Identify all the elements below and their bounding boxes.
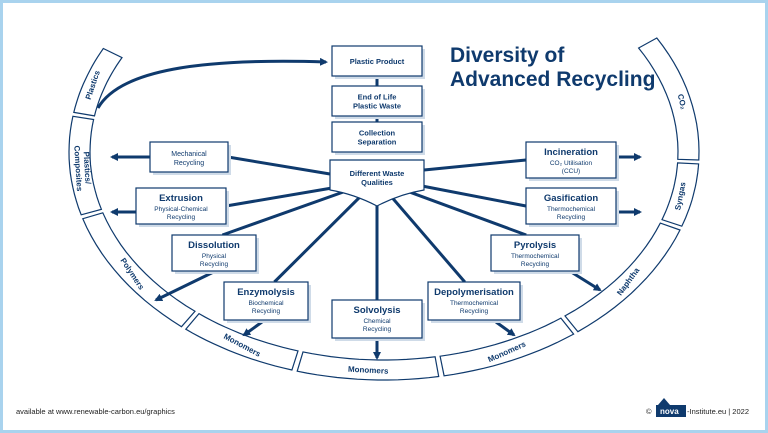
center-box-label: Separation (358, 138, 397, 147)
footer-source: available at www.renewable-carbon.eu/gra… (16, 407, 175, 416)
footer-copyright: © (646, 407, 652, 416)
box-frame (171, 234, 257, 272)
box-frame (331, 121, 423, 153)
footer-site: -Institute.eu | 2022 (687, 407, 749, 416)
process-subtitle: Recycling (167, 214, 196, 221)
hub-shape (329, 159, 425, 207)
hub-label: Different Waste (350, 169, 405, 178)
output-arrow (242, 320, 263, 337)
output-segment-shape (73, 47, 123, 117)
output-segment-shape (184, 312, 299, 371)
footer-brand: nova (660, 407, 679, 416)
process-subtitle: CO₂ Utilisation (550, 160, 593, 167)
box-frame (331, 85, 423, 117)
box-frame (525, 187, 617, 225)
nova-logo-icon (656, 405, 686, 417)
process-subtitle: Recycling (363, 326, 392, 333)
box-frame (135, 187, 227, 225)
box-frame (525, 141, 617, 179)
title-line-1: Diversity of (450, 44, 565, 67)
outer-ring: PlasticsPlastics/CompositesPolymersMonom… (68, 37, 700, 381)
process-title: Dissolution (188, 240, 240, 251)
process-subtitle: Thermochemical (450, 300, 499, 307)
process-subtitle: Chemical (363, 318, 391, 325)
process-subtitle: Recycling (200, 261, 229, 268)
box-frame (331, 299, 423, 339)
output-segment-9: CO₂ (637, 37, 700, 161)
box-frame (427, 281, 521, 321)
output-segment-shape (661, 162, 700, 227)
output-segment-shape (564, 222, 681, 333)
process-title: Extrusion (159, 193, 203, 204)
output-segment-shape (81, 212, 196, 328)
hub-connector (421, 184, 527, 208)
hub-connector (227, 155, 331, 176)
hub-connector (423, 158, 527, 172)
title-line-2: Advanced Recycling (450, 68, 655, 91)
process-subtitle: Recycling (174, 160, 204, 167)
process-boxes: MechanicalRecyclingExtrusionPhysical-Che… (135, 141, 619, 341)
center-box-1: Plastic Product (331, 45, 425, 79)
process-subtitle: (CCU) (562, 168, 580, 175)
output-segment-1: Plastics (73, 47, 123, 117)
center-box-label: Collection (359, 129, 396, 138)
output-segment-shape (296, 351, 440, 381)
process-subtitle: Physical (202, 253, 227, 260)
process-subtitle: Recycling (521, 261, 550, 268)
output-label: Composites (72, 145, 84, 192)
box-frame (490, 234, 580, 272)
process-title: Pyrolysis (514, 240, 556, 251)
output-segment-6: Monomers (439, 317, 575, 377)
process-subtitle: Recycling (460, 308, 489, 315)
output-label: Plastics/ (82, 151, 93, 185)
box-frame (331, 45, 423, 77)
hub-label: Qualities (361, 178, 393, 187)
process-title: Enzymolysis (237, 287, 295, 298)
process-subtitle: Thermochemical (547, 206, 596, 213)
process-title: Gasification (544, 193, 599, 204)
output-segment-2: Plastics/Composites (68, 115, 103, 216)
output-arrow (495, 320, 516, 337)
output-segment-5: Monomers (296, 351, 440, 381)
hub-connector (225, 186, 333, 208)
nova-logo-peak-icon (658, 398, 670, 405)
footer-credit: © nova -Institute.eu | 2022 (646, 398, 749, 417)
loop-arrow (96, 57, 328, 109)
process-title: Incineration (544, 147, 598, 158)
output-label: Monomers (348, 365, 389, 376)
output-segment-shape (439, 317, 575, 377)
process-subtitle: Biochemical (248, 300, 284, 307)
process-subtitle: Recycling (252, 308, 281, 315)
output-segment-8: Syngas (661, 162, 700, 227)
process-subtitle: Physical-Chemical (154, 206, 208, 213)
box-frame (223, 281, 309, 321)
center-box-label: End of Life (358, 93, 397, 102)
process-subtitle: Mechanical (171, 151, 207, 158)
center-box-label: Plastic Waste (353, 102, 401, 111)
box-frame (149, 141, 229, 173)
output-segment-shape (68, 115, 103, 216)
center-box-label: Plastic Product (350, 57, 405, 66)
process-subtitle: Thermochemical (511, 253, 560, 260)
process-subtitle: Recycling (557, 214, 586, 221)
output-segment-shape (637, 37, 700, 161)
process-title: Solvolysis (354, 305, 401, 316)
process-title: Depolymerisation (434, 287, 514, 298)
output-label: CO₂ (676, 93, 689, 111)
